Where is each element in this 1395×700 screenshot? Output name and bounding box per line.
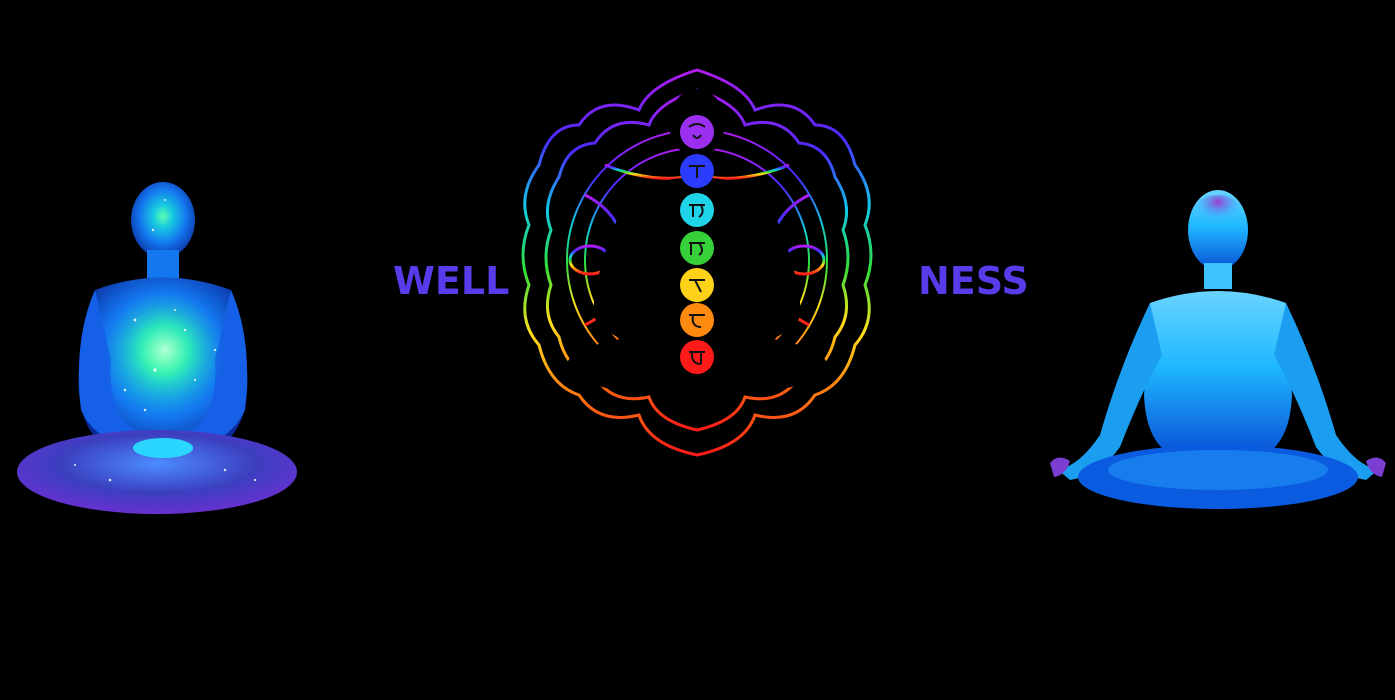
- wellness-word-right: NESS: [918, 259, 1029, 303]
- meditating-watercolor-figure-icon: [1050, 190, 1386, 509]
- meditating-cosmic-figure-icon: [17, 182, 297, 514]
- chakra-mandala-icon: [521, 68, 873, 457]
- wellness-word-left: WELL: [393, 259, 510, 303]
